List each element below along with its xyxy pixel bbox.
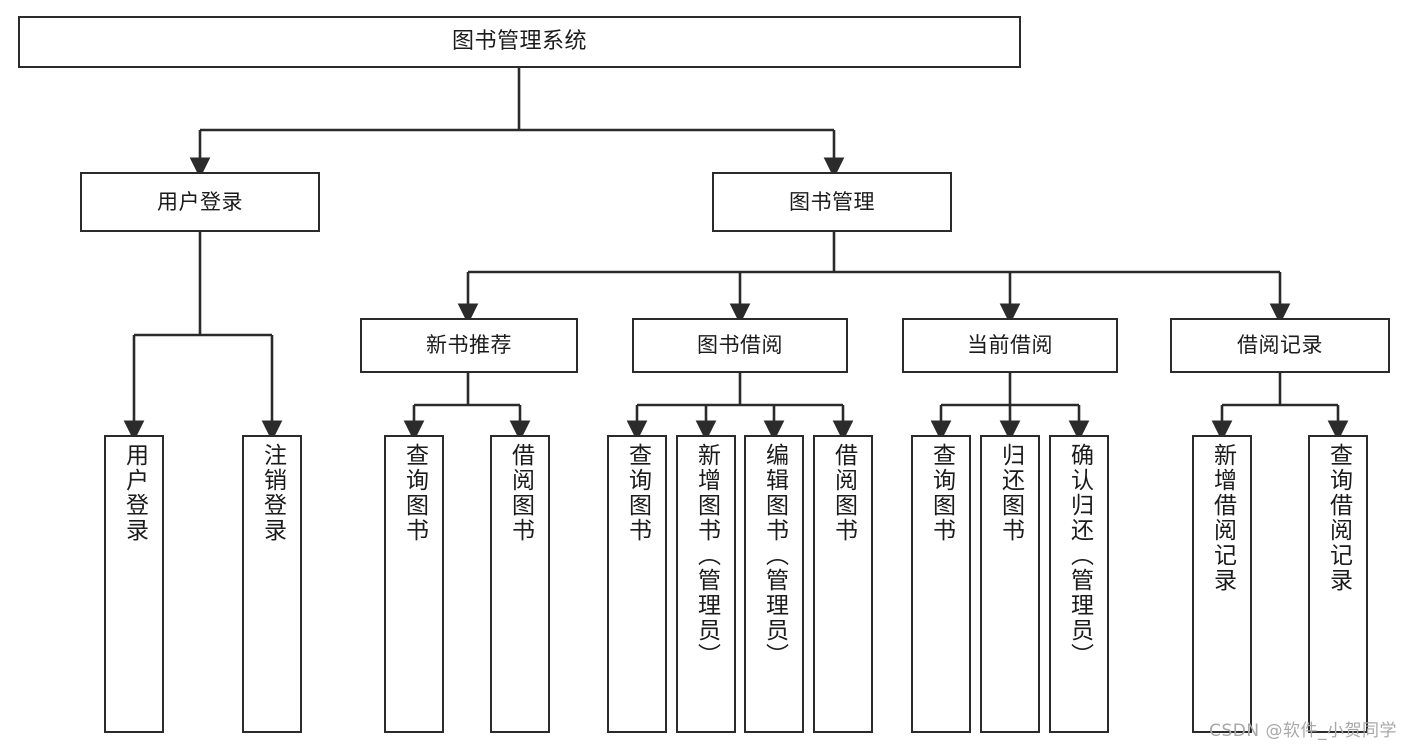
- node-borrow-record[interactable]: 借阅记录: [1170, 318, 1390, 373]
- node-new-book-recommend[interactable]: 新书推荐: [360, 318, 578, 373]
- node-label: 查询图书: [401, 443, 428, 543]
- leaf-new-book-borrow[interactable]: 借阅图书: [490, 435, 550, 733]
- csdn-watermark: CSDN @软件_小贺同学: [1209, 721, 1397, 741]
- node-label: 借阅图书: [507, 443, 534, 543]
- node-label: 当前借阅: [967, 333, 1053, 358]
- node-label: 编辑图书（管理员）: [761, 443, 788, 668]
- node-label: 图书管理系统: [451, 29, 587, 55]
- node-label: 注销登录: [259, 443, 286, 543]
- node-label: 用户登录: [121, 443, 148, 543]
- node-label: 借阅图书: [830, 443, 857, 543]
- node-label: 图书借阅: [697, 333, 783, 358]
- node-label: 新增图书（管理员）: [693, 443, 720, 668]
- node-label: 借阅记录: [1237, 333, 1323, 358]
- leaf-book-borrow-query[interactable]: 查询图书: [607, 435, 667, 733]
- node-label: 归还图书: [997, 443, 1024, 543]
- leaf-book-borrow-add[interactable]: 新增图书（管理员）: [676, 435, 736, 733]
- leaf-user-login-login[interactable]: 用户登录: [104, 435, 164, 733]
- node-label: 图书管理: [789, 189, 875, 214]
- node-user-login[interactable]: 用户登录: [80, 172, 320, 232]
- node-book-management[interactable]: 图书管理: [712, 172, 952, 232]
- leaf-user-login-logout[interactable]: 注销登录: [242, 435, 302, 733]
- leaf-new-book-query[interactable]: 查询图书: [384, 435, 444, 733]
- leaf-book-borrow-borrow[interactable]: 借阅图书: [813, 435, 873, 733]
- leaf-borrow-record-query[interactable]: 查询借阅记录: [1308, 435, 1368, 733]
- node-label: 用户登录: [157, 189, 243, 214]
- node-book-borrow[interactable]: 图书借阅: [632, 318, 848, 373]
- node-label: 新书推荐: [426, 333, 512, 358]
- node-label: 确认归还（管理员）: [1066, 443, 1093, 668]
- leaf-current-borrow-confirm[interactable]: 确认归还（管理员）: [1049, 435, 1109, 733]
- leaf-current-borrow-return[interactable]: 归还图书: [980, 435, 1040, 733]
- leaf-current-borrow-query[interactable]: 查询图书: [911, 435, 971, 733]
- node-label: 新增借阅记录: [1209, 443, 1236, 593]
- node-label: 查询图书: [928, 443, 955, 543]
- node-label: 查询借阅记录: [1325, 443, 1352, 593]
- leaf-borrow-record-add[interactable]: 新增借阅记录: [1192, 435, 1252, 733]
- node-current-borrow[interactable]: 当前借阅: [902, 318, 1118, 373]
- node-label: 查询图书: [624, 443, 651, 543]
- leaf-book-borrow-edit[interactable]: 编辑图书（管理员）: [744, 435, 804, 733]
- node-root-system[interactable]: 图书管理系统: [18, 16, 1021, 68]
